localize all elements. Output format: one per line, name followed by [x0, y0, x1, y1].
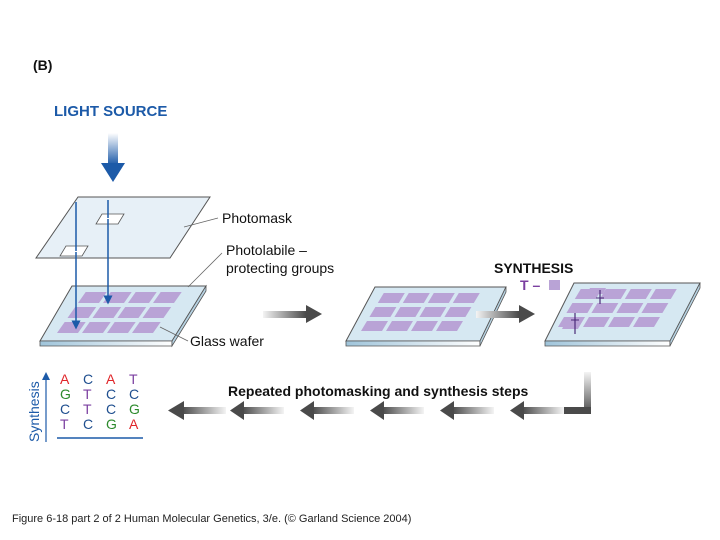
- photolabile-cell: [67, 307, 97, 318]
- left-arrow-head: [510, 401, 524, 420]
- process-arrow-right-1: [263, 305, 322, 323]
- left-arrow-shaft: [242, 407, 284, 414]
- sequence-base: G: [129, 401, 140, 417]
- glass-wafer: [39, 284, 207, 348]
- t-nucleotide-label: T –: [520, 277, 540, 293]
- light-beam-arrow: [101, 133, 125, 182]
- left-arrow-shaft: [182, 407, 226, 414]
- sequence-base: A: [129, 416, 139, 432]
- sequence-base: A: [106, 371, 116, 387]
- light-rays: [71, 200, 113, 330]
- photolabile-cell: [402, 293, 430, 303]
- left-arrow-head: [230, 401, 244, 420]
- photolabile-cell: [377, 293, 405, 303]
- photolabile-cell: [633, 317, 660, 327]
- left-arrow-head: [440, 401, 454, 420]
- repeat-connector-arrow: [563, 372, 591, 414]
- mask-window: [59, 245, 89, 257]
- photomask-label: Photomask: [222, 210, 293, 226]
- photolabile-cell: [624, 289, 652, 299]
- sequence-base: C: [106, 386, 116, 402]
- left-arrow-head: [300, 401, 314, 420]
- photolabile-cell: [616, 303, 644, 313]
- synthesis-axis-label: Synthesis: [26, 381, 42, 442]
- sequence-base: C: [129, 386, 139, 402]
- light-source-title: LIGHT SOURCE: [54, 103, 167, 120]
- photolabile-cell: [153, 292, 182, 303]
- sequence-base: G: [60, 386, 71, 402]
- sequence-base: C: [83, 371, 93, 387]
- photolabile-cell: [128, 292, 157, 303]
- left-arrow-head: [168, 401, 184, 420]
- photolabile-cell: [369, 307, 397, 317]
- leader-lines: [159, 217, 223, 342]
- photolabile-cell: [117, 307, 147, 318]
- sequence-base: T: [60, 416, 69, 432]
- left-arrow-shaft: [312, 407, 354, 414]
- photolabile-cell: [436, 321, 463, 331]
- nucleotide-block-icon: [549, 280, 560, 290]
- photolabile-cell: [361, 321, 388, 331]
- protecting-groups-label: protecting groups: [226, 260, 334, 276]
- synthesis-axis-arrowhead: [42, 372, 50, 380]
- mask-window: [95, 213, 125, 225]
- figure-caption: Figure 6-18 part 2 of 2 Human Molecular …: [12, 513, 412, 525]
- photolabile-cell: [566, 303, 594, 313]
- photolabile-cell: [386, 321, 413, 331]
- photolabile-cell: [608, 317, 635, 327]
- sequence-base: C: [60, 401, 70, 417]
- photolabile-cell: [452, 293, 480, 303]
- sequence-base: T: [83, 386, 92, 402]
- photolabile-cell: [444, 307, 472, 317]
- photolabile-label: Photolabile –: [226, 242, 307, 258]
- sequence-base: G: [106, 416, 117, 432]
- repeated-steps-arrows: [168, 401, 564, 420]
- process-arrow-right-2: [476, 305, 535, 323]
- panel-label: (B): [33, 57, 52, 73]
- attached-t-block: [587, 288, 606, 294]
- sequence-base: A: [60, 371, 70, 387]
- photolabile-cell: [419, 307, 447, 317]
- photolabile-cell: [649, 289, 677, 299]
- left-arrow-shaft: [452, 407, 494, 414]
- photolabile-cell: [427, 293, 455, 303]
- photolabile-cell: [82, 322, 111, 333]
- photolabile-cell: [132, 322, 161, 333]
- sequence-base: T: [83, 401, 92, 417]
- attached-t-block: [562, 323, 581, 329]
- photolabile-cell: [591, 303, 619, 313]
- synthesis-label: SYNTHESIS: [494, 260, 573, 276]
- left-arrow-shaft: [382, 407, 424, 414]
- sequence-base: C: [106, 401, 116, 417]
- left-arrow-shaft: [522, 407, 564, 414]
- photomask: [35, 196, 211, 259]
- deprotected-cell-grid: [361, 293, 480, 331]
- photolabile-cell: [641, 303, 669, 313]
- glass-wafer-label: Glass wafer: [190, 333, 264, 349]
- photolabile-cell: [142, 307, 172, 318]
- repeated-steps-label: Repeated photomasking and synthesis step…: [228, 383, 529, 399]
- photolabile-cell-grid: [57, 292, 182, 333]
- photolabile-cell: [92, 307, 122, 318]
- left-arrow-head: [370, 401, 384, 420]
- photolabile-cell: [583, 317, 610, 327]
- photolabile-cell: [599, 289, 627, 299]
- sequence-base: C: [83, 416, 93, 432]
- photolabile-cell: [394, 307, 422, 317]
- photolabile-cell: [78, 292, 107, 303]
- synthesis-wafer: [544, 282, 701, 347]
- sequence-base: T: [129, 371, 138, 387]
- photolabile-cell: [411, 321, 438, 331]
- photolabile-cell: [107, 322, 136, 333]
